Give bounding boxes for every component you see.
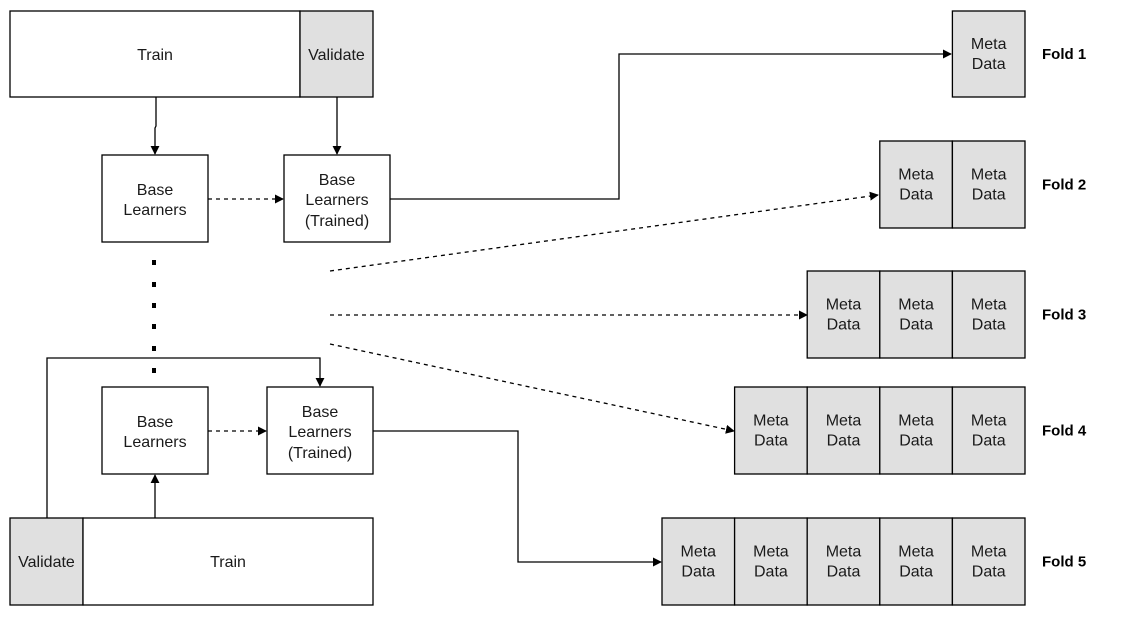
bottom-validate-label: Validate xyxy=(18,554,75,571)
top-validate-label: Validate xyxy=(308,47,365,64)
meta-data-line1: Meta xyxy=(753,544,789,561)
bottom-trained-learners-box xyxy=(266,386,374,475)
meta-data-cell xyxy=(806,270,881,359)
meta-data-line1: Meta xyxy=(971,413,1007,430)
meta-data-cell xyxy=(951,517,1026,606)
meta-data-line1: Meta xyxy=(898,544,934,561)
meta-data-cell xyxy=(951,10,1026,98)
meta-data-cell xyxy=(879,140,954,229)
meta-data-cell xyxy=(806,386,881,475)
train-to-base-arrow xyxy=(150,97,160,155)
meta-data-cell xyxy=(733,386,808,475)
meta-data-line2: Data xyxy=(972,317,1006,334)
meta-data-line1: Meta xyxy=(898,297,934,314)
top-train-label: Train xyxy=(137,47,173,64)
meta-data-line1: Meta xyxy=(826,297,862,314)
meta-data-line2: Data xyxy=(972,433,1006,450)
fold-label: Fold 2 xyxy=(1042,177,1086,194)
fold-label: Fold 5 xyxy=(1042,554,1086,571)
meta-data-cell xyxy=(951,270,1026,359)
meta-data-cell xyxy=(951,140,1026,229)
meta-data-cell xyxy=(661,517,736,606)
meta-data-cell xyxy=(879,517,954,606)
meta-data-line2: Data xyxy=(899,187,933,204)
meta-data-line1: Meta xyxy=(826,413,862,430)
trained-to-fold1-arrow xyxy=(390,49,952,200)
bottom-train-label: Train xyxy=(210,554,246,571)
meta-data-cell xyxy=(879,270,954,359)
meta-data-cell xyxy=(806,517,881,606)
bottom-trained-line1: Base xyxy=(302,404,339,421)
top-base-line2: Learners xyxy=(123,202,186,219)
meta-data-line1: Meta xyxy=(898,167,934,184)
bottom-fold-group: Base Learners Base Learners (Trained) Va… xyxy=(9,357,662,606)
top-trained-line3: (Trained) xyxy=(305,213,369,230)
meta-data-line1: Meta xyxy=(753,413,789,430)
meta-data-line2: Data xyxy=(827,317,861,334)
meta-data-line1: Meta xyxy=(826,544,862,561)
meta-data-cell xyxy=(733,517,808,606)
top-trained-line1: Base xyxy=(319,172,356,189)
bottom-trained-line2: Learners xyxy=(288,424,351,441)
top-base-line1: Base xyxy=(137,182,174,199)
top-train-box xyxy=(9,10,301,98)
meta-data-line2: Data xyxy=(754,433,788,450)
meta-data-line2: Data xyxy=(827,564,861,581)
meta-data-line2: Data xyxy=(972,564,1006,581)
top-base-learners-box xyxy=(101,154,209,243)
top-validate-box xyxy=(299,10,374,98)
bottom-trained-line3: (Trained) xyxy=(288,445,352,462)
meta-data-line1: Meta xyxy=(971,544,1007,561)
meta-data-line2: Data xyxy=(681,564,715,581)
meta-data-line2: Data xyxy=(899,317,933,334)
meta-data-line1: Meta xyxy=(971,167,1007,184)
dashed-arrow-fold4 xyxy=(329,343,735,434)
bottom-base-line1: Base xyxy=(137,414,174,431)
bottom-base-line2: Learners xyxy=(123,434,186,451)
ellipsis-dots xyxy=(152,260,156,373)
dashed-arrow-fold2 xyxy=(329,191,879,272)
meta-data-line2: Data xyxy=(972,56,1006,73)
fold-label: Fold 3 xyxy=(1042,307,1086,324)
meta-data-line1: Meta xyxy=(898,413,934,430)
meta-data-cell xyxy=(879,386,954,475)
meta-data-line1: Meta xyxy=(971,36,1007,53)
meta-data-line2: Data xyxy=(827,433,861,450)
meta-data-line2: Data xyxy=(972,187,1006,204)
top-trained-learners-box xyxy=(283,154,391,243)
fold-label: Fold 1 xyxy=(1042,46,1086,63)
top-fold-group: Train Validate Base Learners Base Learne… xyxy=(9,10,952,243)
fold-label: Fold 4 xyxy=(1042,423,1087,440)
meta-data-line1: Meta xyxy=(971,297,1007,314)
trained-to-fold5-arrow xyxy=(373,430,662,567)
validate-to-trained-bottom-arrow xyxy=(46,357,325,518)
meta-data-cell xyxy=(951,386,1026,475)
bottom-train-box xyxy=(82,517,374,606)
top-trained-line2: Learners xyxy=(305,192,368,209)
meta-data-line2: Data xyxy=(899,433,933,450)
meta-data-line2: Data xyxy=(899,564,933,581)
meta-data-line2: Data xyxy=(754,564,788,581)
meta-data-line1: Meta xyxy=(681,544,717,561)
